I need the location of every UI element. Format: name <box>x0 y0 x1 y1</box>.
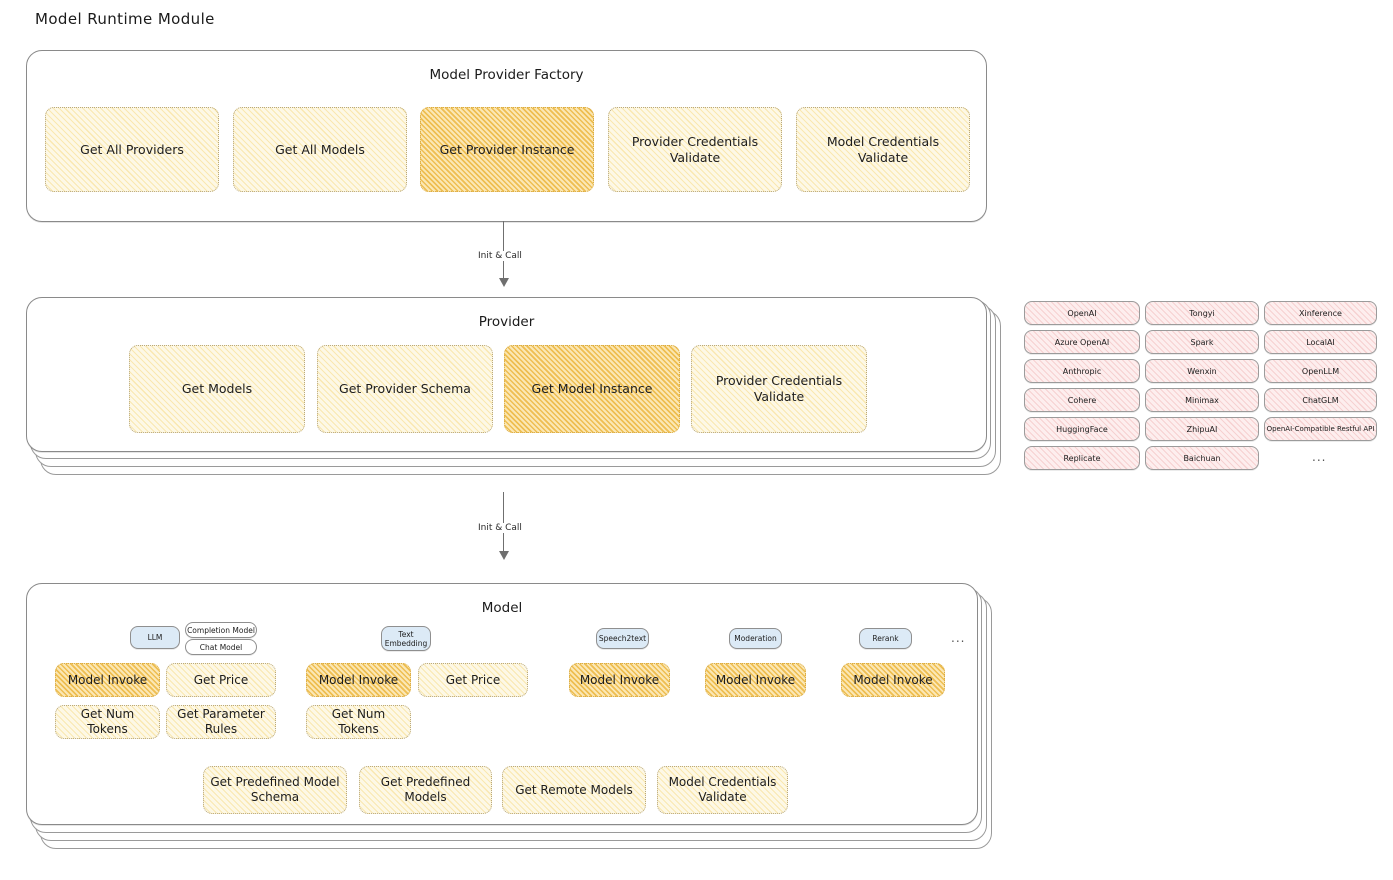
provider-pill-openai[interactable]: OpenAI <box>1024 301 1140 325</box>
arrow-1-head <box>499 278 509 287</box>
model-types-more-ellipsis: ... <box>951 631 966 645</box>
factory-node-provider-credentials-validate[interactable]: Provider Credentials Validate <box>608 107 782 192</box>
model-type-badge-speech2text[interactable]: Speech2text <box>596 628 649 649</box>
arrow-1-label: Init & Call <box>474 251 526 261</box>
model-type-badge-rerank[interactable]: Rerank <box>859 628 912 649</box>
provider-pill-zhipuai[interactable]: ZhipuAI <box>1145 417 1259 441</box>
llm-node-get-num-tokens[interactable]: Get Num Tokens <box>55 705 160 739</box>
provider-pill-replicate[interactable]: Replicate <box>1024 446 1140 470</box>
page-title: Model Runtime Module <box>35 10 215 28</box>
factory-node-get-all-providers[interactable]: Get All Providers <box>45 107 219 192</box>
provider-node-get-models[interactable]: Get Models <box>129 345 305 433</box>
provider-node-get-provider-schema[interactable]: Get Provider Schema <box>317 345 493 433</box>
provider-pill-huggingface[interactable]: HuggingFace <box>1024 417 1140 441</box>
provider-title: Provider <box>478 314 535 330</box>
arrow-2-label: Init & Call <box>474 523 526 533</box>
provider-pill-cohere[interactable]: Cohere <box>1024 388 1140 412</box>
provider-pill-anthropic[interactable]: Anthropic <box>1024 359 1140 383</box>
provider-pill-chatglm[interactable]: ChatGLM <box>1264 388 1377 412</box>
model-title: Model <box>481 600 523 616</box>
speech2text-node-model-invoke[interactable]: Model Invoke <box>569 663 670 697</box>
rerank-node-model-invoke[interactable]: Model Invoke <box>841 663 945 697</box>
arrow-2-head <box>499 551 509 560</box>
llm-node-get-price[interactable]: Get Price <box>166 663 276 697</box>
provider-pill-openllm[interactable]: OpenLLM <box>1264 359 1377 383</box>
provider-node-get-model-instance[interactable]: Get Model Instance <box>504 345 680 433</box>
model-type-badge-llm[interactable]: LLM <box>130 626 180 649</box>
provider-pill-spark[interactable]: Spark <box>1145 330 1259 354</box>
provider-node-provider-credentials-validate[interactable]: Provider Credentials Validate <box>691 345 867 433</box>
provider-pill-wenxin[interactable]: Wenxin <box>1145 359 1259 383</box>
model-subtype-badge-completion-model[interactable]: Completion Model <box>185 622 257 638</box>
provider-list-more-ellipsis: ... <box>1312 450 1327 464</box>
factory-node-get-provider-instance[interactable]: Get Provider Instance <box>420 107 594 192</box>
model-type-badge-text-embedding[interactable]: Text Embedding <box>381 626 431 651</box>
model-common-node-model-credentials-validate[interactable]: Model Credentials Validate <box>657 766 788 814</box>
llm-node-get-parameter-rules[interactable]: Get Parameter Rules <box>166 705 276 739</box>
provider-pill-xinference[interactable]: Xinference <box>1264 301 1377 325</box>
text-embedding-node-get-price[interactable]: Get Price <box>418 663 528 697</box>
llm-node-model-invoke[interactable]: Model Invoke <box>55 663 160 697</box>
provider-pill-openai-compatible-restful-api[interactable]: OpenAI-Compatible Restful API <box>1264 417 1377 441</box>
moderation-node-model-invoke[interactable]: Model Invoke <box>705 663 806 697</box>
provider-pill-minimax[interactable]: Minimax <box>1145 388 1259 412</box>
model-common-node-get-predefined-model-schema[interactable]: Get Predefined Model Schema <box>203 766 347 814</box>
model-common-node-get-remote-models[interactable]: Get Remote Models <box>502 766 646 814</box>
model-subtype-badge-chat-model[interactable]: Chat Model <box>185 639 257 655</box>
factory-node-get-all-models[interactable]: Get All Models <box>233 107 407 192</box>
factory-node-model-credentials-validate[interactable]: Model Credentials Validate <box>796 107 970 192</box>
model-type-badge-moderation[interactable]: Moderation <box>729 628 782 649</box>
provider-pill-baichuan[interactable]: Baichuan <box>1145 446 1259 470</box>
model-common-node-get-predefined-models[interactable]: Get Predefined Models <box>359 766 492 814</box>
provider-pill-tongyi[interactable]: Tongyi <box>1145 301 1259 325</box>
text-embedding-node-get-num-tokens[interactable]: Get Num Tokens <box>306 705 411 739</box>
provider-pill-localai[interactable]: LocalAI <box>1264 330 1377 354</box>
model-provider-factory-title: Model Provider Factory <box>429 67 584 83</box>
provider-pill-azure-openai[interactable]: Azure OpenAI <box>1024 330 1140 354</box>
text-embedding-node-model-invoke[interactable]: Model Invoke <box>306 663 411 697</box>
